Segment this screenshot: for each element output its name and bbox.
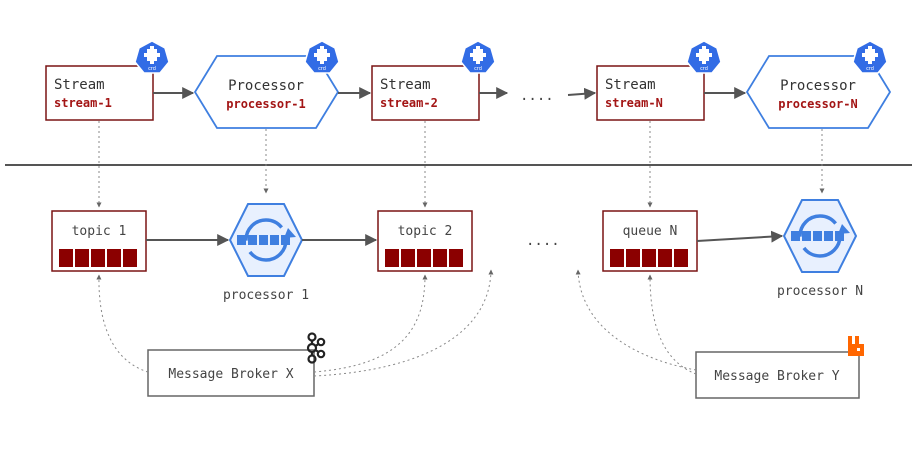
broker-link — [647, 274, 697, 375]
processor-1-name: processor-1 — [226, 97, 305, 111]
topic-2-label: topic 2 — [398, 224, 453, 239]
queue-n-box[interactable]: queue N — [602, 210, 698, 272]
stream-2-resource[interactable]: Stream stream-2 — [371, 65, 480, 121]
message-broker-x[interactable]: Message Broker X — [147, 349, 315, 397]
flow-arrow — [567, 87, 597, 100]
stream-1-kind: Stream — [54, 77, 105, 93]
stream-n-name: stream-N — [605, 96, 663, 110]
queue-cells — [59, 249, 137, 267]
crd-icon: crd — [852, 40, 888, 74]
svg-text:crd: crd — [700, 66, 708, 72]
message-broker-x-label: Message Broker X — [168, 367, 293, 382]
stream-1-resource[interactable]: Stream stream-1 — [45, 65, 154, 121]
svg-text:crd: crd — [866, 66, 874, 72]
processor-n-resource[interactable]: Processor processor-N — [745, 55, 892, 129]
topic-2-box[interactable]: topic 2 — [377, 210, 473, 272]
broker-link — [575, 269, 697, 371]
queue-cells — [610, 249, 688, 267]
rabbitmq-icon — [848, 336, 864, 356]
stream-2-name: stream-2 — [380, 96, 438, 110]
crd-icon: crd — [304, 40, 340, 74]
crd-icon: crd — [686, 40, 722, 74]
queue-n-label: queue N — [623, 224, 678, 239]
broker-link — [313, 269, 494, 377]
processor-n-label: processor N — [777, 284, 863, 299]
crd-icon: crd — [460, 40, 496, 74]
stream-n-resource[interactable]: Stream stream-N — [596, 65, 705, 121]
stream-2-kind: Stream — [380, 77, 431, 93]
queue-cells — [385, 249, 463, 267]
kafka-icon — [306, 332, 326, 364]
processor-1-kind: Processor — [228, 78, 304, 94]
topic-1-box[interactable]: topic 1 — [51, 210, 147, 272]
processor-1-resource[interactable]: Processor processor-1 — [193, 55, 340, 129]
bottom-ellipsis: .... — [526, 233, 560, 249]
crd-icon: crd — [134, 40, 170, 74]
processor-n-kind: Processor — [780, 78, 856, 94]
stream-1-name: stream-1 — [54, 96, 112, 110]
top-ellipsis: .... — [520, 88, 554, 104]
processor-1-runtime-icon[interactable] — [228, 202, 304, 278]
svg-text:crd: crd — [148, 66, 156, 72]
processor-1-label: processor 1 — [223, 288, 309, 303]
broker-link — [96, 274, 149, 373]
svg-text:crd: crd — [318, 66, 326, 72]
message-broker-y-label: Message Broker Y — [714, 369, 839, 384]
topic-1-label: topic 1 — [72, 224, 127, 239]
broker-link — [313, 274, 428, 373]
message-broker-y[interactable]: Message Broker Y — [695, 351, 860, 399]
processor-n-runtime-icon[interactable] — [782, 198, 858, 274]
processor-n-name: processor-N — [778, 97, 857, 111]
flow-arrow — [696, 230, 784, 243]
svg-text:crd: crd — [474, 66, 482, 72]
stream-n-kind: Stream — [605, 77, 656, 93]
